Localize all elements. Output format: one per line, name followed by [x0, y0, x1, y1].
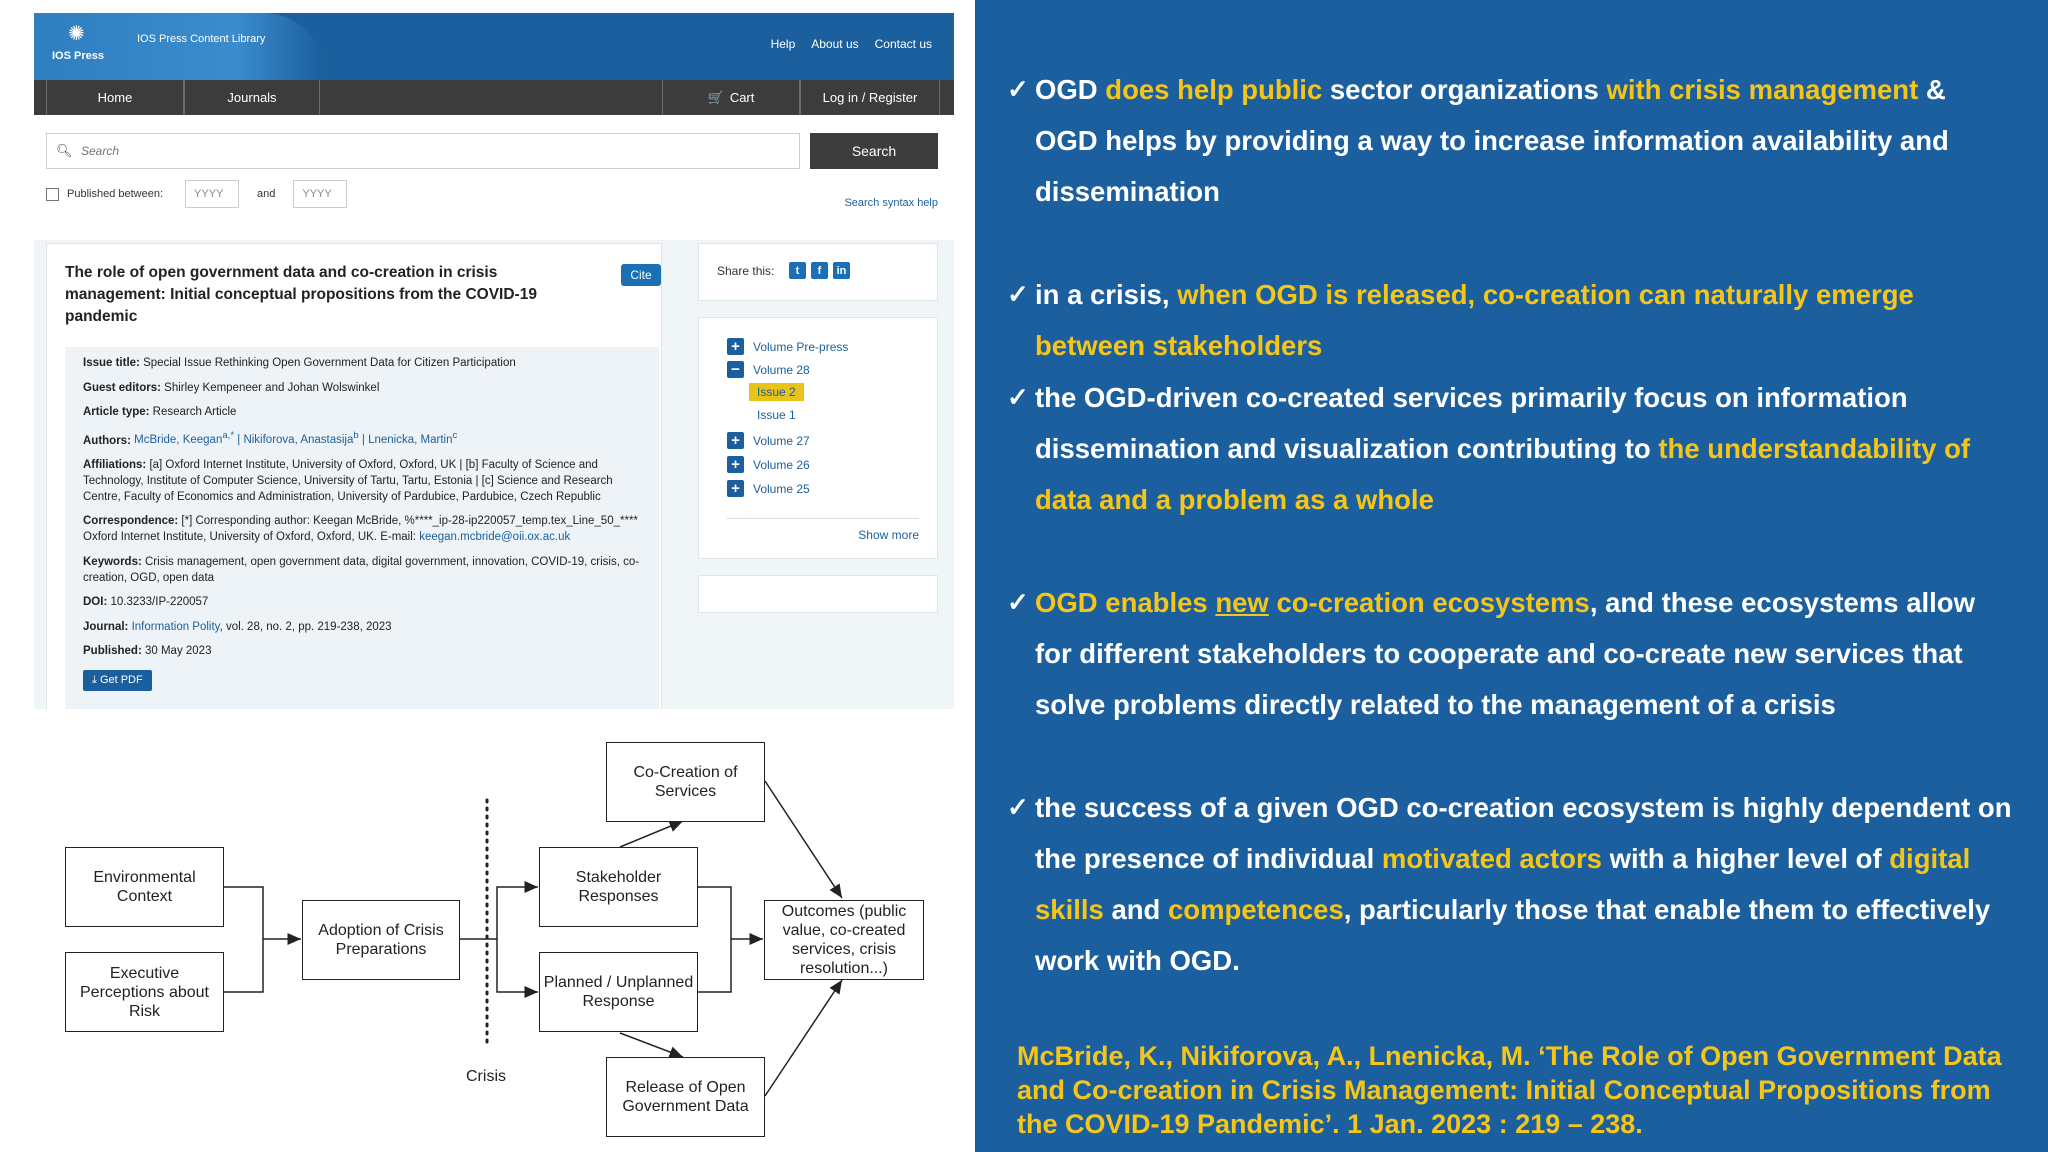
search-button[interactable]: Search: [810, 133, 938, 169]
divider: [727, 518, 919, 519]
citation: McBride, K., Nikiforova, A., Lnenicka, M…: [1017, 1041, 2002, 1139]
bullet-3: ✓ the OGD-driven co-created services pri…: [1007, 372, 2015, 525]
diagram-connectors: [224, 780, 843, 1097]
bullet-4: ✓ OGD enables new co-creation ecosystems…: [1007, 577, 2015, 730]
cart-icon: 🛒: [707, 89, 724, 105]
environmental-context-box: Environmental Context: [65, 847, 224, 927]
affiliations-row: Affiliations: [a] Oxford Internet Instit…: [83, 458, 613, 503]
executive-perceptions-box: Executive Perceptions about Risk: [65, 952, 224, 1032]
volume-item[interactable]: −Volume 28: [727, 361, 810, 378]
article-title: The role of open government data and co-…: [65, 264, 537, 325]
slide-text-panel: ✓ OGD does help public sector organizati…: [975, 0, 2048, 1152]
check-icon: ✓: [1007, 74, 1029, 104]
adoption-box: Adoption of Crisis Preparations: [302, 900, 460, 980]
year-from-input[interactable]: YYYY: [185, 180, 240, 208]
conceptual-diagram: Environmental Context Executive Percepti…: [0, 720, 975, 1152]
linkedin-icon[interactable]: in: [833, 262, 850, 279]
cart-label: Cart: [729, 90, 755, 105]
bullet-1: ✓ OGD does help public sector organizati…: [1007, 64, 2015, 217]
minus-icon: −: [727, 361, 744, 378]
plus-icon: +: [727, 338, 744, 355]
published-checkbox[interactable]: [46, 187, 59, 201]
download-icon: ⤓: [92, 673, 97, 686]
show-more-link[interactable]: Show more: [858, 528, 919, 542]
journal-row: Journal: Information Polity, vol. 28, no…: [83, 620, 392, 633]
article-metadata: Issue title: Special Issue Rethinking Op…: [65, 347, 659, 709]
check-icon: ✓: [1007, 279, 1029, 309]
release-ogd-box: Release of Open Government Data: [606, 1057, 765, 1137]
volume-item[interactable]: +Volume 27: [727, 432, 810, 449]
published-row: Published: 30 May 2023: [83, 645, 212, 658]
nav-home[interactable]: Home: [46, 80, 184, 115]
about-link[interactable]: About us: [811, 37, 859, 51]
share-box: Share this: t f in: [698, 243, 938, 301]
stakeholder-responses-box: Stakeholder Responses: [539, 847, 698, 927]
header-map-graphic: [34, 13, 324, 80]
published-between-row: Published between: YYYY and YYYY: [46, 179, 348, 209]
published-label: Published between:: [67, 188, 164, 200]
plus-icon: +: [727, 456, 744, 473]
and-label: and: [257, 188, 276, 200]
logo-text[interactable]: IOS Press: [52, 50, 104, 62]
facebook-icon[interactable]: f: [811, 262, 828, 279]
ios-press-webpage: ✺ IOS Press IOS Press Content Library He…: [34, 13, 954, 709]
ios-press-logo-icon[interactable]: ✺: [68, 23, 85, 45]
crisis-label: Crisis: [466, 1068, 506, 1085]
cocreation-box: Co-Creation of Services: [606, 742, 765, 822]
issue-title-row: Issue title: Special Issue Rethinking Op…: [83, 357, 516, 369]
search-icon: 🔍︎: [56, 143, 73, 158]
bullet-2: ✓ in a crisis, when OGD is released, co-…: [1007, 269, 2015, 371]
issue-item[interactable]: Issue 1: [757, 408, 796, 422]
journal-link[interactable]: Information Polity: [131, 620, 220, 633]
library-text: IOS Press Content Library: [137, 33, 266, 45]
article-card: The role of open government data and co-…: [46, 243, 662, 709]
volume-item[interactable]: +Volume 26: [727, 456, 810, 473]
guest-editors-row: Guest editors: Shirley Kempeneer and Joh…: [83, 381, 380, 394]
volume-item[interactable]: +Volume Pre-press: [727, 338, 848, 355]
check-icon: ✓: [1007, 587, 1029, 617]
article-type-row: Article type: Research Article: [83, 406, 237, 418]
main-nav: Home Journals 🛒 Cart Log in / Register: [34, 80, 954, 115]
nav-cart[interactable]: 🛒 Cart: [662, 80, 800, 115]
top-links: Help About us Contact us: [771, 37, 932, 51]
author-link[interactable]: McBride, Keegana,* | Nikiforova, Anastas…: [134, 430, 458, 447]
keywords-row: Keywords: Crisis management, open govern…: [83, 555, 640, 584]
plus-icon: +: [727, 480, 744, 497]
volume-item[interactable]: +Volume 25: [727, 480, 810, 497]
search-input[interactable]: [81, 140, 781, 162]
nav-journals[interactable]: Journals: [184, 80, 320, 115]
issue-item-selected[interactable]: Issue 2: [749, 383, 804, 401]
cite-button[interactable]: Cite: [621, 264, 661, 286]
authors-row: Authors: McBride, Keegana,* | Nikiforova…: [83, 430, 458, 447]
planned-response-box: Planned / Unplanned Response: [539, 952, 698, 1032]
search-area: 🔍︎ Search Published between: YYYY and YY…: [34, 115, 954, 240]
nav-login[interactable]: Log in / Register: [800, 80, 940, 115]
contact-link[interactable]: Contact us: [874, 37, 932, 51]
year-to-input[interactable]: YYYY: [293, 180, 348, 208]
search-syntax-help-link[interactable]: Search syntax help: [844, 197, 938, 209]
outcomes-box: Outcomes (public value, co-created servi…: [764, 900, 924, 980]
volumes-list: +Volume Pre-press −Volume 28 Issue 2 Iss…: [698, 317, 938, 559]
empty-sidebar-box: [698, 575, 938, 613]
twitter-icon[interactable]: t: [789, 262, 806, 279]
site-header: ✺ IOS Press IOS Press Content Library He…: [34, 13, 954, 80]
check-icon: ✓: [1007, 792, 1029, 822]
help-link[interactable]: Help: [770, 37, 796, 51]
email-link[interactable]: keegan.mcbride@oii.ox.ac.uk: [419, 531, 571, 544]
search-box[interactable]: 🔍︎: [46, 133, 800, 169]
get-pdf-button[interactable]: ⤓ Get PDF: [83, 669, 152, 691]
correspondence-row: Correspondence: [*] Corresponding author…: [83, 515, 638, 544]
plus-icon: +: [727, 432, 744, 449]
share-label: Share this:: [717, 264, 775, 278]
left-panel: ✺ IOS Press IOS Press Content Library He…: [0, 0, 975, 1152]
check-icon: ✓: [1007, 382, 1029, 412]
doi-row: DOI: 10.3233/IP-220057: [83, 596, 209, 609]
bullet-5: ✓ the success of a given OGD co-creation…: [1007, 782, 2015, 986]
